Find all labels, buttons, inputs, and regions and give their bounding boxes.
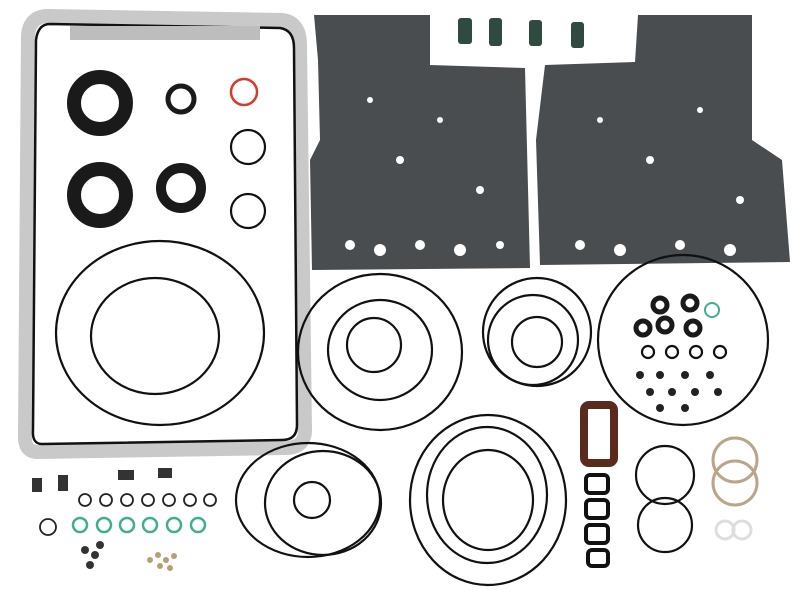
large-oring bbox=[234, 441, 382, 559]
oring bbox=[441, 448, 535, 552]
oring bbox=[229, 128, 267, 166]
oring bbox=[229, 192, 267, 230]
large-oring bbox=[89, 276, 221, 396]
separator-plate-right bbox=[536, 15, 790, 265]
large-oring bbox=[596, 253, 770, 427]
large-oring bbox=[408, 413, 568, 587]
green-orings bbox=[71, 516, 207, 534]
oring bbox=[263, 449, 383, 557]
filter-screens bbox=[147, 552, 177, 571]
metal-ring bbox=[711, 436, 759, 484]
metal-ring bbox=[711, 459, 759, 507]
separator-plate-left bbox=[310, 15, 530, 270]
oring bbox=[292, 480, 332, 520]
shaft-seals bbox=[67, 70, 206, 228]
small-orings bbox=[39, 493, 217, 536]
oring bbox=[510, 315, 564, 369]
large-oring bbox=[54, 239, 266, 427]
small-seals bbox=[633, 293, 728, 412]
white-ring bbox=[714, 519, 736, 541]
rectangular-seals bbox=[584, 473, 610, 568]
oring bbox=[425, 425, 549, 565]
springs-and-valves bbox=[32, 468, 172, 569]
white-ring bbox=[731, 519, 753, 541]
brown-molded-seal bbox=[580, 401, 618, 467]
oring bbox=[481, 276, 593, 388]
pan-gasket-clip-strip bbox=[70, 26, 260, 40]
oring bbox=[636, 496, 694, 554]
red-oring bbox=[229, 77, 259, 107]
oring bbox=[326, 298, 434, 402]
oring bbox=[345, 316, 403, 374]
large-oring bbox=[296, 272, 464, 432]
plate-holes bbox=[345, 97, 744, 256]
pan-gasket bbox=[17, 8, 313, 460]
oring bbox=[634, 444, 696, 506]
oring bbox=[486, 293, 580, 387]
sleeves bbox=[458, 18, 584, 48]
